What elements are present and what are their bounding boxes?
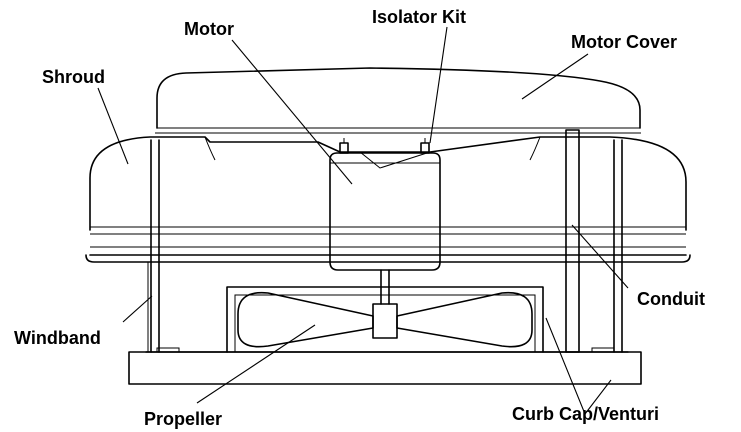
conduit-part: [565, 129, 580, 353]
propeller-part: [237, 291, 533, 348]
label-motor: Motor: [184, 19, 234, 39]
leader-shroud: [97, 87, 129, 165]
venturi-part: [226, 286, 544, 353]
leader-motor: [231, 39, 353, 185]
label-motor-cover: Motor Cover: [571, 32, 677, 52]
label-propeller: Propeller: [144, 409, 222, 429]
label-conduit: Conduit: [637, 289, 705, 309]
label-curb-cap-venturi: Curb Cap/Venturi: [512, 404, 659, 424]
leader-motor-cover: [521, 53, 589, 100]
leader-curb-cap-venturi: [545, 317, 612, 416]
leader-isolator-kit: [429, 26, 448, 144]
isolator-kit-part: [339, 138, 430, 154]
label-isolator-kit: Isolator Kit: [372, 7, 466, 27]
leader-windband: [122, 295, 153, 323]
leader-conduit: [571, 224, 629, 289]
curb-cap-base-part: [128, 347, 642, 385]
windband-part: [147, 139, 623, 353]
motor-cover-part: [155, 67, 641, 134]
leader-propeller: [196, 324, 316, 404]
label-shroud: Shroud: [42, 67, 105, 87]
shroud-part: [85, 136, 691, 263]
label-windband: Windband: [14, 328, 101, 348]
motor-part: [329, 152, 441, 271]
leader-lines: [97, 26, 629, 416]
